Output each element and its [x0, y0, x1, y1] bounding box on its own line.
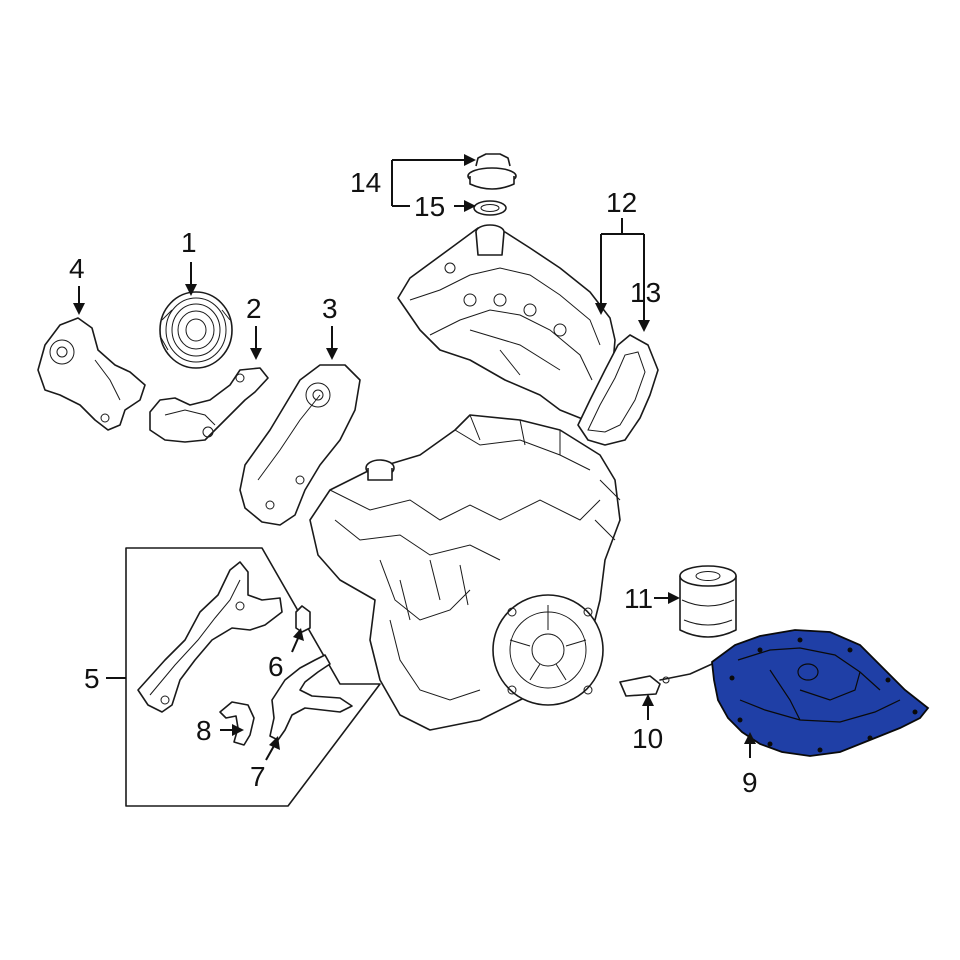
- callout-9: 9: [742, 767, 758, 798]
- oil-filler-seal: [473, 200, 507, 216]
- callout-12: 12: [606, 187, 637, 218]
- callout-6: 6: [268, 651, 284, 682]
- valve-cover-gasket: [577, 334, 659, 446]
- gasket-kit-inset: [125, 547, 381, 807]
- oil-filter: [679, 565, 737, 638]
- engine-block: [309, 414, 621, 731]
- callout-1: 1: [181, 227, 197, 258]
- callout-8: 8: [196, 715, 212, 746]
- oil-filler-cap: [467, 153, 517, 190]
- callout-10: 10: [632, 723, 663, 754]
- callout-13: 13: [630, 277, 661, 308]
- front-cover: [37, 317, 146, 431]
- valve-cover: [397, 224, 616, 421]
- callout-14: 14: [350, 167, 381, 198]
- callout-3: 3: [322, 293, 338, 324]
- oil-pan: [711, 629, 930, 757]
- callout-2: 2: [246, 293, 262, 324]
- timing-cover-upper: [239, 364, 361, 526]
- callout-5: 5: [84, 663, 100, 694]
- crankshaft-pulley: [159, 291, 233, 369]
- callout-11: 11: [624, 583, 653, 614]
- callout-7: 7: [250, 761, 266, 792]
- callout-15: 15: [414, 191, 445, 222]
- oil-level-sensor: [619, 663, 713, 697]
- timing-cover-lower: [149, 367, 269, 443]
- callout-4: 4: [69, 253, 85, 284]
